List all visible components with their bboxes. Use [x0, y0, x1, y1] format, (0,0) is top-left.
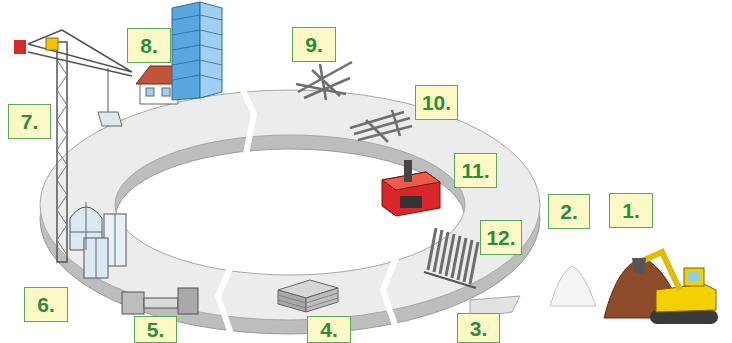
crane-cab	[46, 38, 58, 50]
callout-number: 9.	[305, 34, 323, 55]
callout-box: 7.	[8, 104, 51, 139]
alumina-pile	[550, 266, 596, 306]
callout-box: 10.	[415, 85, 458, 120]
furnace-door	[400, 196, 422, 208]
furnace-chimney	[404, 160, 412, 182]
excavator-window	[688, 271, 700, 281]
tower-side	[200, 2, 222, 98]
house-window	[162, 88, 170, 96]
callout-box: 9.	[292, 27, 336, 62]
callout-box: 11.	[454, 153, 497, 188]
callout-number: 6.	[37, 294, 55, 315]
ring-gap	[383, 258, 396, 328]
debris	[296, 62, 352, 100]
press-cylinder	[144, 298, 178, 308]
window-bars	[70, 202, 115, 278]
crane-load	[98, 112, 122, 126]
callout-number: 2.	[560, 201, 578, 222]
callout-box: 4.	[307, 316, 351, 343]
callout-box: 3.	[457, 313, 500, 343]
callout-box: 2.	[548, 194, 590, 229]
tower-floors	[172, 15, 222, 80]
callout-number: 10.	[422, 92, 451, 113]
ring-gap	[218, 266, 231, 334]
scrap	[350, 110, 412, 142]
callout-number: 11.	[461, 160, 489, 181]
callout-number: 5.	[147, 319, 165, 340]
callout-box: 12.	[480, 220, 522, 255]
tower-front	[172, 2, 200, 100]
press-block	[122, 292, 144, 314]
excavator-cab	[684, 268, 704, 286]
crane-counterweight	[14, 40, 26, 54]
callout-number: 4.	[320, 319, 338, 340]
callout-number: 3.	[470, 318, 488, 339]
plate-stack-side	[306, 288, 338, 312]
profile-base	[424, 272, 476, 288]
callout-box: 6.	[24, 287, 68, 322]
excavator-arm	[640, 252, 680, 290]
crane-lattice	[57, 60, 67, 255]
callout-number: 12.	[486, 227, 515, 248]
excavator-bucket	[632, 258, 646, 274]
excavator-body	[656, 284, 716, 312]
plate-lines	[278, 293, 338, 308]
callout-box: 5.	[134, 316, 177, 343]
crane-jib	[28, 30, 132, 76]
callout-box: 1.	[609, 193, 653, 228]
callout-number: 1.	[622, 200, 640, 221]
house-window	[146, 88, 154, 96]
ring-gap	[241, 86, 254, 154]
callout-number: 7.	[21, 111, 39, 132]
press-block	[178, 288, 198, 314]
crane-mast	[57, 42, 67, 262]
callout-number: 8.	[140, 35, 158, 56]
crane-cable	[108, 68, 109, 112]
callout-box: 8.	[127, 28, 171, 63]
ring-top	[40, 90, 540, 320]
